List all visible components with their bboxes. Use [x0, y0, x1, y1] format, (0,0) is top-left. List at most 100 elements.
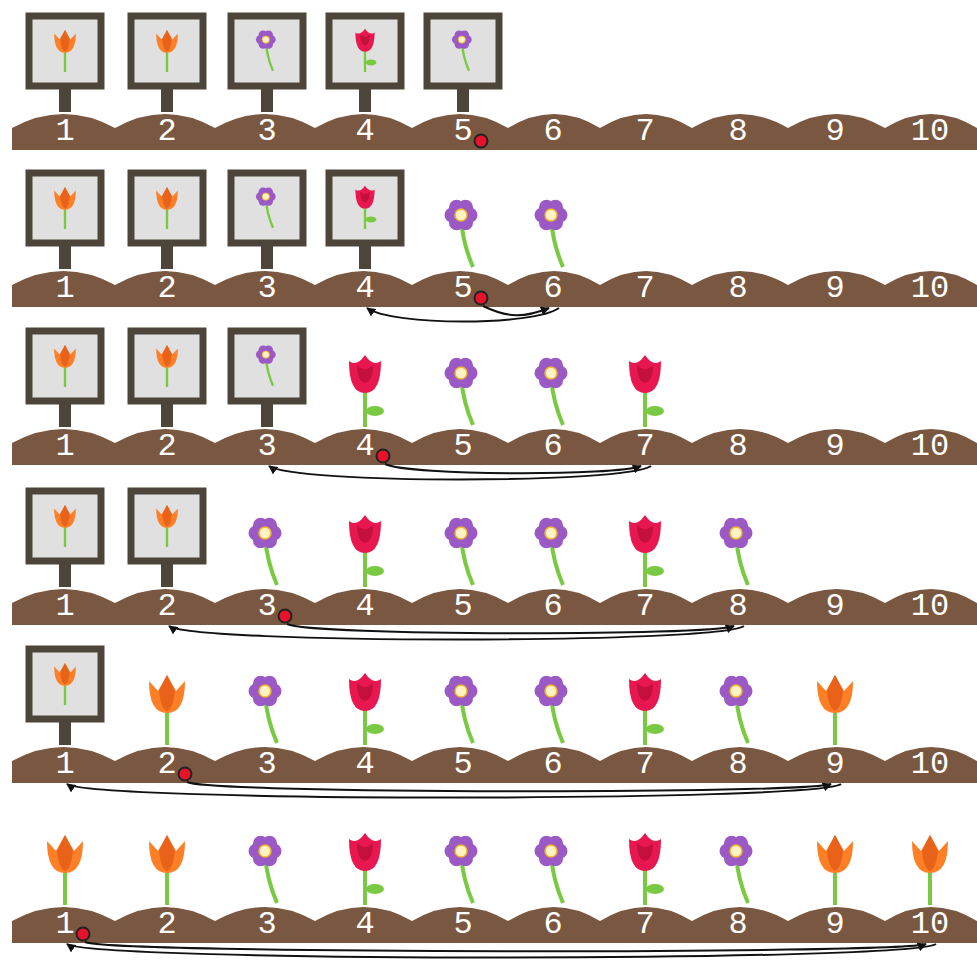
plot-number: 4: [337, 907, 393, 943]
soil-bed: [12, 907, 977, 943]
plot-mound: 2: [139, 907, 195, 943]
plot-mound: 1: [37, 271, 93, 307]
plot-mound: 2: [139, 429, 195, 465]
tulip-sign: [29, 491, 101, 587]
daisy-flower: [535, 836, 568, 903]
plot-mound: 8: [710, 589, 766, 625]
plot-number: 6: [525, 429, 581, 465]
swap-arrow: [67, 944, 936, 958]
daisy-flower: [249, 836, 282, 903]
plot-mound: 8: [710, 907, 766, 943]
plot-number: 6: [525, 114, 581, 150]
daisy-flower: [249, 676, 282, 743]
position-dot: [179, 768, 192, 781]
plot-mound: 9: [807, 589, 863, 625]
plot-mound: 3: [239, 114, 295, 150]
daisy-flower: [445, 518, 478, 585]
plot-number: 5: [435, 907, 491, 943]
plot-number: 9: [807, 747, 863, 783]
plot-number: 4: [337, 589, 393, 625]
tulip-sign: [29, 331, 101, 427]
swap-arrow: [287, 624, 734, 633]
rose-sign: [329, 16, 401, 112]
rose-flower: [629, 833, 664, 905]
daisy-flower: [535, 200, 568, 267]
plot-number: 4: [337, 114, 393, 150]
daisy-flower: [535, 358, 568, 425]
plot-number: 2: [139, 589, 195, 625]
plot-number: 1: [37, 589, 93, 625]
plot-number: 10: [902, 429, 958, 465]
rose-flower: [629, 673, 664, 745]
plot-number: 10: [902, 907, 958, 943]
daisy-flower: [249, 518, 282, 585]
plot-mound: 5: [435, 429, 491, 465]
soil-bed: [12, 747, 977, 783]
plot-mound: 6: [525, 271, 581, 307]
plot-mound: 5: [435, 747, 491, 783]
plot-number: 3: [239, 271, 295, 307]
swap-arrow: [169, 626, 744, 640]
tulip-sign: [131, 16, 203, 112]
plot-mound: 8: [710, 429, 766, 465]
daisy-flower: [445, 358, 478, 425]
plot-mound: 10: [902, 429, 958, 465]
plot-number: 8: [710, 907, 766, 943]
plot-number: 1: [37, 429, 93, 465]
daisy-sign: [231, 331, 303, 427]
plot-mound: 9: [807, 907, 863, 943]
plot-mound: 2: [139, 589, 195, 625]
tulip-flower: [817, 675, 853, 745]
plot-mound: 10: [902, 907, 958, 943]
plot-mound: 8: [710, 747, 766, 783]
soil-bed: [12, 271, 977, 307]
plot-number: 1: [37, 114, 93, 150]
plot-number: 4: [337, 271, 393, 307]
plot-number: 2: [139, 271, 195, 307]
plot-mound: 6: [525, 907, 581, 943]
plot-mound: 1: [37, 747, 93, 783]
plot-mound: 2: [139, 271, 195, 307]
plot-mound: 7: [617, 747, 673, 783]
plot-mound: 3: [239, 429, 295, 465]
plot-number: 5: [435, 747, 491, 783]
plot-mound: 4: [337, 907, 393, 943]
swap-arrow: [385, 464, 641, 473]
plot-mound: 7: [617, 589, 673, 625]
position-dot: [475, 135, 488, 148]
tulip-sign: [131, 331, 203, 427]
plot-mound: 1: [37, 114, 93, 150]
plot-mound: 4: [337, 747, 393, 783]
plot-mound: 7: [617, 907, 673, 943]
plot-mound: 6: [525, 429, 581, 465]
tulip-flower: [912, 835, 948, 905]
tulip-sign: [131, 491, 203, 587]
plot-mound: 10: [902, 747, 958, 783]
position-dot: [77, 928, 90, 941]
plot-mound: 2: [139, 114, 195, 150]
daisy-flower: [445, 836, 478, 903]
plot-number: 1: [37, 271, 93, 307]
plot-mound: 7: [617, 271, 673, 307]
daisy-sign: [231, 16, 303, 112]
plot-mound: 1: [37, 589, 93, 625]
plot-number: 2: [139, 429, 195, 465]
swap-arrow: [67, 784, 841, 798]
plot-mound: 1: [37, 429, 93, 465]
plot-mound: 4: [337, 429, 393, 465]
swap-arrow: [85, 942, 926, 951]
tulip-sign: [29, 16, 101, 112]
daisy-flower: [720, 676, 753, 743]
plot-number: 5: [435, 429, 491, 465]
plot-number: 3: [239, 114, 295, 150]
plot-number: 5: [435, 114, 491, 150]
plot-number: 3: [239, 429, 295, 465]
swap-arrow: [367, 308, 559, 322]
plot-number: 2: [139, 114, 195, 150]
swap-arrow: [269, 466, 651, 480]
plot-number: 8: [710, 747, 766, 783]
plot-number: 10: [902, 271, 958, 307]
daisy-flower: [720, 518, 753, 585]
plot-number: 7: [617, 589, 673, 625]
tulip-sign: [29, 173, 101, 269]
